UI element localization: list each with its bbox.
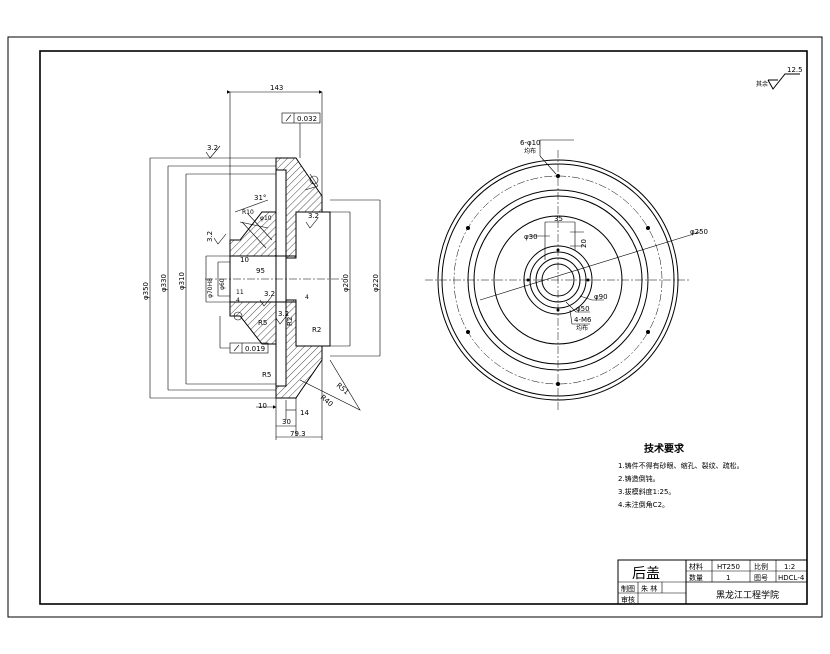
dwg-label: 图号 [754, 574, 768, 582]
dim-143: 143 [270, 84, 283, 92]
tech-item-3: 3.拔模斜度1:25。 [618, 487, 675, 496]
outer-border [7, 36, 823, 618]
roughness-value: 12.5 [787, 66, 803, 74]
title-block: 后盖 材料 HT250 比例 1:2 数量 1 图号 HDCL-4 制图 朱 林… [617, 559, 808, 605]
tech-item-2: 2.铸造倒钝。 [618, 474, 660, 483]
dim-bot-30: 30 [282, 418, 291, 426]
dim-front-d30: φ30 [524, 233, 538, 241]
dim-11: 11 [236, 289, 244, 296]
dim-bore-len: 10 [240, 256, 249, 264]
dim-front-d250: φ250 [690, 228, 708, 236]
dim-r10: R10 [242, 209, 254, 216]
check-label: 审核 [621, 595, 635, 604]
tech-item-4: 4.未注倒角C2。 [618, 500, 669, 509]
flatness-top: 0.032 [297, 115, 317, 123]
dim-d60: φ60 [219, 278, 226, 290]
school-name: 黑龙江工程学院 [716, 589, 779, 601]
holes-label: 6-φ10 [520, 139, 541, 147]
inner-border [39, 50, 808, 605]
dim-4b: 4 [305, 294, 309, 301]
dim-bot-14: 14 [300, 409, 309, 417]
tech-title: 技术要求 [644, 442, 685, 455]
material-label: 材料 [689, 562, 703, 571]
flatness-bottom: 0.019 [245, 345, 265, 353]
dim-r5-a: R5 [258, 319, 267, 327]
section-view: 143 0.032 0.019 3.2 3.2 3.2 3.2 3.2 31° … [142, 84, 381, 440]
front-view: 6-φ10 均布 φ30 35 20 φ250 φ90 φ50 4-M6 均布 [425, 139, 708, 410]
dim-bot-10: 10 [258, 402, 267, 410]
roughness-label: 其余 [756, 80, 768, 88]
dim-d10: φ10 [260, 215, 272, 222]
dim-d220: φ220 [372, 274, 380, 292]
material-value: HT250 [717, 563, 740, 571]
qty-value: 1 [726, 574, 730, 582]
part-name: 后盖 [632, 566, 660, 582]
dim-front-d50: φ50 [576, 305, 590, 313]
dim-d310: φ310 [178, 272, 186, 290]
dim-d330: φ330 [160, 274, 168, 292]
dim-front-35: 35 [554, 215, 563, 223]
dim-r2-a: R2 [286, 317, 294, 326]
dim-r40: R40 [319, 393, 335, 408]
tech-requirements: 技术要求 1.铸件不得有砂眼、缩孔、裂纹、疏松。 2.铸造倒钝。 3.拔模斜度1… [618, 442, 744, 509]
dim-r2-b: R2 [312, 326, 321, 334]
dim-4a: 4 [236, 297, 240, 304]
dim-front-m6: 4-M6 [574, 316, 592, 324]
dim-front-d90: φ90 [594, 293, 608, 301]
dim-r5-b: R5 [262, 371, 271, 379]
roughness-symbol: 其余 12.5 [756, 66, 803, 90]
rough-e: 3.2 [278, 310, 289, 318]
qty-label: 数量 [689, 573, 703, 582]
rough-b: 3.2 [206, 231, 214, 242]
rough-d: 3.2 [308, 212, 319, 220]
dim-front-20: 20 [580, 239, 588, 248]
dim-d350: φ350 [142, 282, 150, 300]
drawn-by: 朱 林 [641, 584, 657, 593]
dwg-no: HDCL-4 [778, 574, 805, 582]
rough-a: 3.2 [207, 144, 218, 152]
tech-item-1: 1.铸件不得有砂眼、缩孔、裂纹、疏松。 [618, 461, 744, 470]
dim-front-m6-note: 均布 [576, 324, 588, 332]
angle-31: 31° [254, 194, 266, 202]
drawn-label: 制图 [621, 584, 635, 593]
dim-95: 95 [256, 267, 265, 275]
rough-c: 3.2 [264, 290, 275, 298]
dim-d200: φ200 [342, 274, 350, 292]
dim-bot-79: 79.3 [290, 430, 306, 438]
dim-d70: φ70H8 [207, 278, 214, 298]
scale-value: 1:2 [784, 563, 795, 571]
scale-label: 比例 [754, 562, 768, 571]
dim-r51: R51 [335, 381, 351, 396]
holes-note: 均布 [524, 147, 536, 155]
